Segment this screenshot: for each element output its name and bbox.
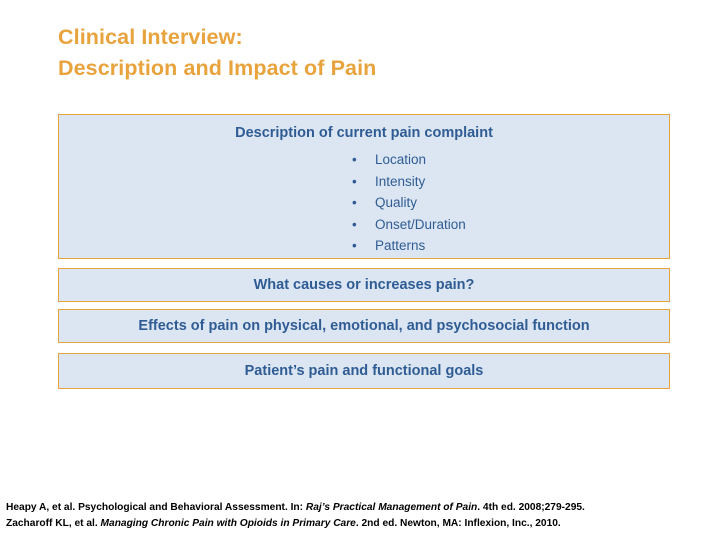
- bullet-icon: •: [352, 216, 357, 232]
- bullet-icon: •: [352, 173, 357, 189]
- citation-2-prefix: Zacharoff KL, et al.: [6, 517, 101, 529]
- list-item-label: Intensity: [375, 173, 426, 189]
- citation-line-1: Heapy A, et al. Psychological and Behavi…: [6, 500, 714, 516]
- bullet-icon: •: [352, 238, 357, 253]
- bullet-icon: •: [352, 152, 357, 167]
- list-item: • Quality: [59, 192, 669, 214]
- list-item: • Patterns: [59, 235, 669, 257]
- list-item: • Intensity: [59, 171, 669, 193]
- page-title: Clinical Interview: Description and Impa…: [58, 22, 678, 83]
- goals-box: Patient’s pain and functional goals: [58, 353, 670, 389]
- list-item-label: Location: [375, 152, 427, 167]
- citation-1-suffix: . 4th ed. 2008;279-295.: [477, 502, 585, 513]
- citation-1-prefix: Heapy A, et al. Psychological and Behavi…: [6, 502, 306, 513]
- citation-1-title: Raj’s Practical Management of Pain: [305, 502, 478, 513]
- list-item-label: Onset/Duration: [375, 216, 466, 232]
- citation-2-title: Managing Chronic Pain with Opioids in Pr…: [100, 517, 356, 529]
- causes-box: What causes or increases pain?: [58, 268, 670, 302]
- list-item-label: Quality: [375, 195, 418, 210]
- list-item: • Onset/Duration: [59, 214, 669, 236]
- list-item: • Location: [59, 149, 669, 171]
- effects-box: Effects of pain on physical, emotional, …: [58, 309, 670, 343]
- citation-2-suffix: . 2nd ed. Newton, MA: Inflexion, Inc., 2…: [355, 517, 561, 529]
- effects-box-heading: Effects of pain on physical, emotional, …: [138, 318, 590, 334]
- description-bullet-list: • Location • Intensity • Quality • Onset/Dur…: [59, 149, 669, 257]
- causes-box-heading: What causes or increases pain?: [253, 277, 475, 293]
- citation-footnote: Heapy A, et al. Psychological and Behavi…: [6, 500, 714, 531]
- description-box: Description of current pain complaint • L…: [58, 114, 670, 259]
- page-title-line-2: Description and Impact of Pain: [58, 55, 377, 80]
- bullet-icon: •: [352, 195, 357, 210]
- goals-box-heading: Patient’s pain and functional goals: [244, 363, 484, 379]
- citation-line-2: Zacharoff KL, et al. Managing Chronic Pa…: [6, 516, 714, 532]
- description-box-heading: Description of current pain complaint: [235, 125, 493, 141]
- list-item-label: Patterns: [375, 238, 426, 253]
- page-title-line-1: Clinical Interview:: [58, 25, 243, 49]
